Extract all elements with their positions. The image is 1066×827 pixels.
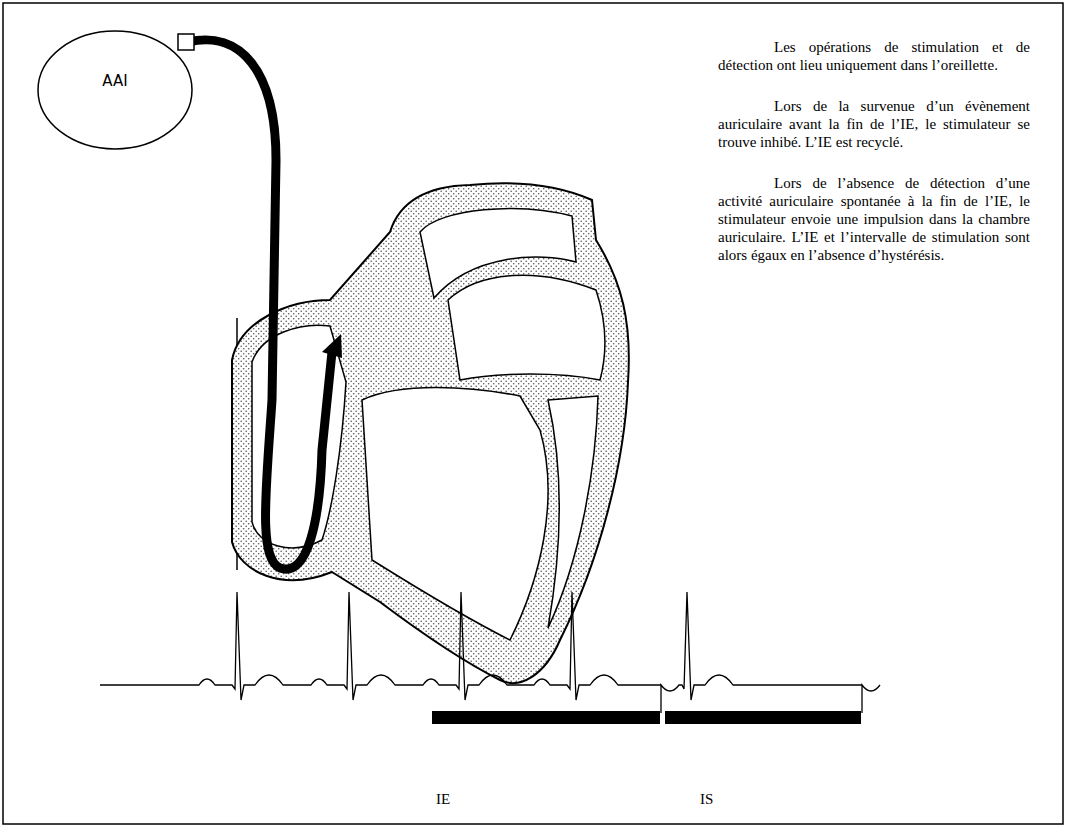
pacemaker-can: AAI <box>37 30 193 150</box>
pacemaker-outline <box>38 31 192 149</box>
mode-label: AAI <box>102 72 127 90</box>
pacing-lead <box>188 40 332 569</box>
interval-bar <box>665 711 861 724</box>
ecg-trace <box>100 592 880 713</box>
pacemaker-outline <box>37 30 193 150</box>
left-ventricle <box>548 396 598 628</box>
interval-bar <box>432 711 660 724</box>
pacemaker-header <box>178 34 194 50</box>
interval-label: IS <box>700 791 713 808</box>
interval-label: IE <box>436 791 450 808</box>
heart-wall <box>232 183 629 683</box>
note-paragraph: Lors de l’absence de détection d’une act… <box>718 174 1030 264</box>
left-atrium <box>448 275 605 380</box>
right-ventricle <box>362 388 548 641</box>
note-paragraph: Lors de la survenue d’un évènement auric… <box>718 97 1030 151</box>
frame-border <box>3 3 1063 824</box>
lead-arrowhead <box>322 334 342 358</box>
note-paragraph: Les opérations de stimulation et de déte… <box>718 38 1030 74</box>
